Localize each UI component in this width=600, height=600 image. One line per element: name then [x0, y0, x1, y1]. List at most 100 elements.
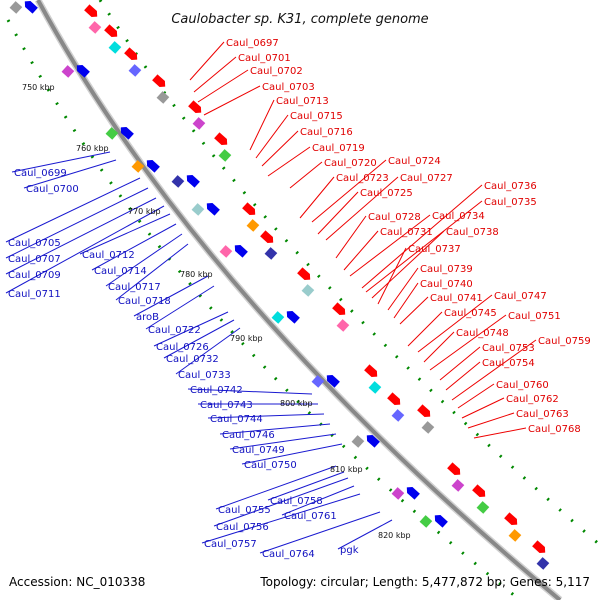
gene-label: Caul_0732: [166, 354, 219, 365]
feature-block: [192, 117, 206, 130]
feature-block: [508, 529, 522, 542]
feature-block: [246, 219, 260, 232]
scale-label: 750 kbp: [22, 83, 55, 92]
label-leader: [281, 485, 355, 516]
gene-label: Caul_0757: [204, 539, 257, 550]
label-leader: [105, 233, 183, 287]
gene-label: Caul_0719: [312, 143, 365, 154]
feature-block: [171, 175, 185, 188]
gene-label: Caul_0764: [262, 549, 315, 560]
feature-block: [9, 1, 23, 14]
accession-text: Accession: NC_010338: [9, 575, 145, 589]
gene-label: Caul_0755: [218, 505, 271, 516]
tick-line-outer: [98, 0, 600, 547]
label-leader: [417, 294, 493, 353]
gene-label: Caul_0758: [270, 496, 323, 507]
gene-label: Caul_0748: [456, 328, 509, 339]
forward-gene-arrow: [152, 74, 166, 87]
gene-label: Caul_0739: [420, 264, 473, 275]
feature-block: [156, 91, 170, 104]
label-leader: [249, 99, 275, 151]
summary-text: Topology: circular; Length: 5,477,872 bp…: [259, 575, 590, 589]
forward-gene-arrow: [472, 484, 486, 497]
label-leader: [349, 214, 431, 277]
leader-layer: [5, 41, 537, 554]
gene-label: Caul_0720: [324, 158, 377, 169]
feature-block: [391, 487, 405, 500]
forward-gene-arrow: [124, 47, 138, 60]
scale-label: 810 kbp: [330, 465, 363, 474]
feature-block: [351, 435, 365, 448]
label-leader: [259, 511, 381, 554]
gene-label: Caul_0749: [232, 445, 285, 456]
scale-label: 800 kbp: [280, 399, 313, 408]
gene-label: Caul_0760: [496, 380, 549, 391]
label-leader: [79, 213, 171, 255]
gene-label: Caul_0717: [108, 282, 161, 293]
label-leader: [467, 412, 515, 429]
backbone-layer: [34, 0, 563, 600]
label-leader: [5, 197, 157, 275]
feature-block: [368, 381, 382, 394]
feature-layer: [9, 1, 550, 570]
label-leader: [145, 285, 215, 330]
gene-label: Caul_0726: [156, 342, 209, 353]
label-leader: [429, 314, 507, 371]
feature-block: [128, 64, 142, 77]
label-leader: [5, 177, 141, 243]
label-leader: [153, 311, 229, 347]
gene-label: Caul_0728: [368, 212, 421, 223]
label-leader: [371, 230, 445, 299]
reverse-gene-arrow: [326, 375, 340, 388]
gene-label: Caul_0722: [148, 325, 201, 336]
reverse-gene-arrow: [146, 160, 160, 173]
gene-label: Caul_0745: [444, 308, 497, 319]
feature-block: [131, 160, 145, 173]
label-leader: [365, 200, 483, 293]
scale-label: 770 kbp: [128, 207, 161, 216]
gene-label: Caul_0761: [284, 511, 337, 522]
gene-label: Caul_0705: [8, 238, 61, 249]
label-leader: [335, 215, 367, 259]
gene-label: Caul_0743: [200, 400, 253, 411]
label-leader: [255, 114, 289, 159]
label-leader: [23, 159, 117, 189]
reverse-gene-arrow: [234, 245, 248, 258]
reverse-gene-arrow: [286, 311, 300, 324]
forward-gene-arrow: [447, 462, 461, 475]
gene-label: Caul_0733: [178, 370, 231, 381]
label-leader: [377, 247, 407, 305]
gene-label: Caul_0754: [482, 358, 535, 369]
label-leader: [133, 275, 209, 317]
reverse-gene-arrow: [120, 127, 134, 140]
label-leader: [343, 230, 379, 271]
label-leader: [361, 184, 483, 289]
label-leader: [5, 187, 149, 259]
feature-block: [219, 245, 233, 258]
gene-label: Caul_0738: [446, 227, 499, 238]
label-leader: [461, 397, 505, 419]
forward-gene-arrow: [260, 230, 274, 243]
forward-gene-arrow: [84, 4, 98, 17]
map-title: Caulobacter sp. K31, complete genome: [171, 12, 428, 27]
label-leader: [311, 159, 387, 223]
reverse-gene-arrow: [366, 435, 380, 448]
reverse-gene-arrow: [206, 203, 220, 216]
gene-label: Caul_0709: [8, 270, 61, 281]
feature-block: [61, 65, 75, 78]
label-leader: [445, 361, 481, 391]
forward-gene-arrow: [532, 540, 546, 553]
feature-block: [301, 284, 315, 297]
feature-block: [476, 501, 490, 514]
gene-label: Caul_0747: [494, 291, 547, 302]
gene-label: aroB: [136, 312, 159, 323]
label-leader: [213, 477, 349, 527]
label-leader: [189, 41, 225, 81]
scale-label: 760 kbp: [76, 144, 109, 153]
feature-block: [271, 311, 285, 324]
label-leader: [457, 383, 495, 409]
label-leader: [91, 223, 177, 271]
label-leader: [219, 423, 331, 435]
